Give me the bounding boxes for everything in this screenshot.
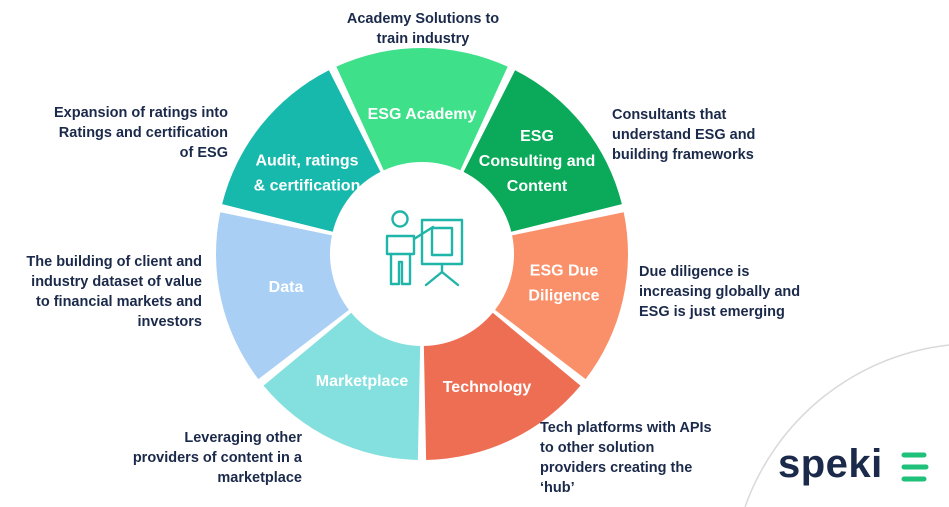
segment-label-data: Data (269, 279, 304, 296)
consulting-description: Consultants that understand ESG and buil… (612, 107, 756, 163)
technology-description: Tech platforms with APIs to other soluti… (540, 420, 712, 496)
segment-label-line: Consulting and (479, 153, 595, 170)
wheel-segment-esg-consulting (463, 70, 622, 232)
due-diligence-description: Due diligence is increasing globally and… (639, 264, 801, 320)
wheel-segment-audit (222, 70, 381, 232)
wheel-segment-technology (423, 312, 581, 460)
segment-label-audit: Audit, ratings & certification (254, 153, 361, 195)
academy-description: Academy Solutions to train industry (346, 11, 500, 47)
wheel-segment-data (215, 212, 349, 380)
segment-label-line: ESG Due (530, 263, 599, 280)
segment-label-line: Content (507, 178, 568, 195)
audit-description: Expansion of ratings into Ratings and ce… (53, 105, 228, 161)
segment-label-esg-academy: ESG Academy (368, 106, 477, 123)
wheel-segment-esg-academy (336, 47, 508, 171)
speeki-logo: speki (778, 442, 883, 486)
segment-label-marketplace: Marketplace (316, 373, 409, 390)
segment-label-line: Audit, ratings (255, 153, 358, 170)
wheel-segment-marketplace (263, 312, 421, 460)
presenter-board-icon (385, 210, 464, 287)
speeki-logo-mark (901, 452, 929, 482)
segment-label-line: Technology (443, 379, 532, 396)
segment-label-line: ESG (520, 128, 554, 145)
segment-label-line: Diligence (528, 288, 599, 305)
decorative-arc (744, 344, 949, 507)
segment-label-line: & certification (254, 178, 361, 195)
wheel-segment-esg-due-diligence (495, 212, 628, 380)
segment-label-line: Marketplace (316, 373, 409, 390)
data-description: The building of client and industry data… (26, 254, 202, 330)
segment-label-technology: Technology (443, 379, 532, 396)
segment-label-line: Data (269, 279, 304, 296)
segment-label-line: ESG Academy (368, 106, 477, 123)
marketplace-description: Leveraging other providers of content in… (132, 430, 302, 486)
